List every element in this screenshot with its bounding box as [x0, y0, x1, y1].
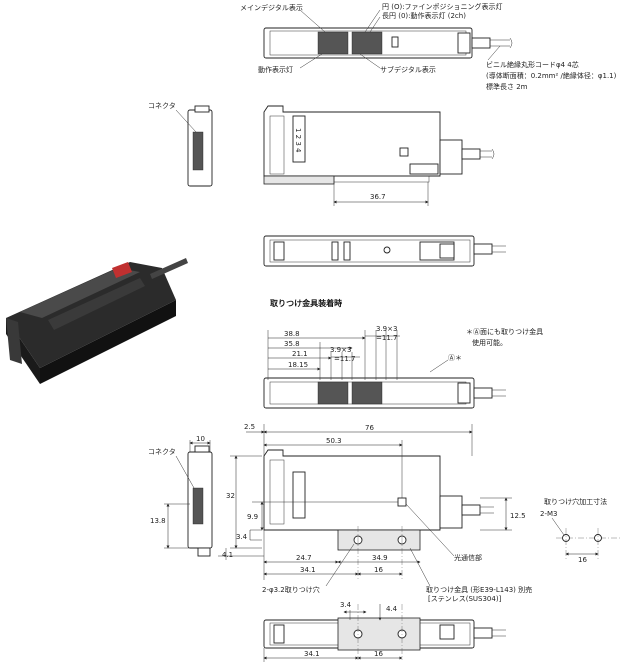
section-title: 取りつけ金具装着時	[270, 298, 342, 308]
switch-digits: 1 2 3 4	[294, 128, 302, 153]
dim-9-9: 9.9	[247, 513, 258, 521]
label-cable-2: (導体断面積：0.2mm² /絶縁体径：φ1.1)	[486, 71, 617, 80]
label-main-display: メインデジタル表示	[240, 3, 303, 12]
label-cable-1: ビニル絶縁丸形コードφ4 4芯	[486, 60, 579, 69]
note-line-1: ＊Ⓐ面にも取りつけ金具	[466, 327, 543, 336]
mounting-hole-detail	[551, 517, 620, 560]
dim-16: 16	[374, 566, 383, 574]
dim-34-9: 34.9	[372, 554, 388, 562]
note-line-2: 使用可能。	[472, 338, 507, 347]
dim-38-8: 38.8	[284, 330, 300, 338]
label-sub-display: サブデジタル表示	[380, 65, 436, 74]
dim-36-7: 36.7	[370, 193, 386, 201]
bracket-bottom-view	[263, 604, 506, 662]
mounting-dim-16: 16	[578, 556, 587, 564]
label-holes: 2-φ3.2取りつけ穴	[262, 585, 320, 594]
dim-21-1: 21.1	[292, 350, 308, 358]
dim-2-5: 2.5	[244, 423, 255, 431]
bracket-side-view	[164, 424, 512, 587]
dim-13-8: 13.8	[150, 517, 166, 525]
label-bracket-1: 取りつけ金具 (形E39-L143) 別売	[426, 585, 532, 594]
dim-24-7: 24.7	[296, 554, 312, 562]
top-view-1	[263, 9, 513, 69]
dim-18-15: 18.15	[288, 361, 308, 369]
dim-32: 32	[226, 492, 235, 500]
product-photo	[6, 258, 188, 384]
dim-35-8: 35.8	[284, 340, 300, 348]
label-m3: 2-M3	[540, 510, 557, 518]
bracket-top-view	[263, 330, 506, 409]
bottom-dim-34-1: 34.1	[304, 650, 320, 658]
label-connector-2: コネクタ	[148, 447, 176, 456]
bottom-view-3	[263, 235, 506, 267]
dim-12-5: 12.5	[510, 512, 526, 520]
dim-11-7-mid: =11.7	[334, 355, 355, 363]
label-connector-1: コネクタ	[148, 101, 176, 110]
bottom-dim-3-4: 3.4	[340, 601, 352, 609]
mounting-hole-title: 取りつけ穴加工寸法	[544, 497, 607, 506]
dim-4-1: 4.1	[222, 551, 233, 559]
dim-34-1: 34.1	[300, 566, 316, 574]
side-view-2	[175, 105, 495, 206]
dim-3-9x3-top: 3.9×3	[376, 325, 397, 333]
label-circle-indicator: 円 (O):ファインポジショニング表示灯	[382, 2, 503, 11]
bottom-dim-16: 16	[374, 650, 383, 658]
dim-10: 10	[196, 435, 205, 443]
label-operation-indicator: 動作表示灯	[258, 65, 293, 74]
bottom-dim-4-4: 4.4	[386, 605, 398, 613]
dim-3-9x3-mid: 3.9×3	[330, 346, 351, 354]
label-bracket-2: [ステンレス(SUS304)]	[428, 595, 502, 603]
label-oval-indicator: 長円 (0):動作表示灯 (2ch)	[382, 11, 466, 20]
dim-76: 76	[365, 424, 374, 432]
marker-a: Ⓐ＊	[448, 354, 462, 362]
dim-11-7-top: =11.7	[376, 334, 397, 342]
label-cable-3: 標準長さ 2m	[486, 82, 528, 91]
dim-50-3: 50.3	[326, 437, 342, 445]
dim-3-4: 3.4	[236, 533, 248, 541]
label-receiver: 光通信部	[454, 553, 482, 562]
